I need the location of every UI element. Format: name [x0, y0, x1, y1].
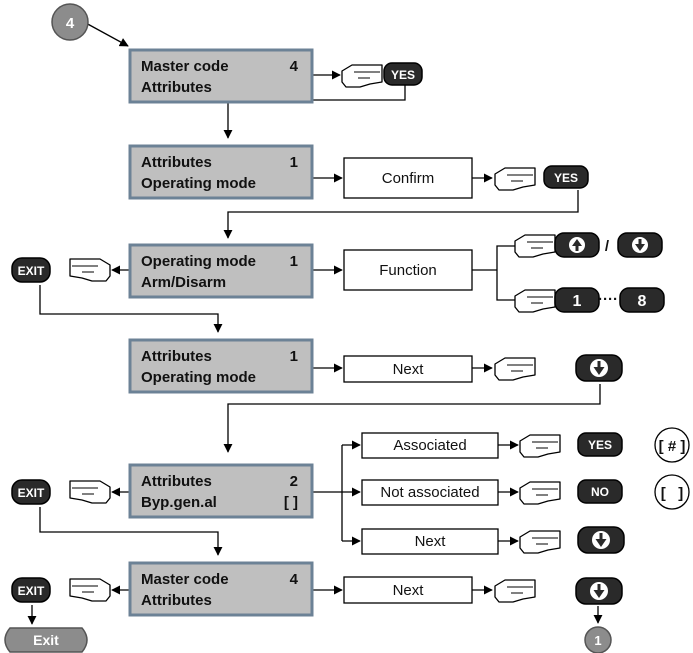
press-number-keys: 1 ···· 8: [514, 287, 665, 313]
screen-line1: Master code: [141, 571, 229, 588]
svg-text:EXIT: EXIT: [18, 264, 45, 278]
svg-text:Confirm: Confirm: [382, 170, 435, 187]
svg-text:8: 8: [638, 293, 647, 310]
exit-terminal: Exit: [4, 627, 88, 653]
svg-text:YES: YES: [588, 438, 612, 452]
screen-line2: Attributes: [141, 79, 212, 96]
screen-number: 4: [290, 571, 299, 588]
press-yes-key-3: YES: [519, 432, 623, 458]
pointing-hand-icon: [519, 530, 561, 554]
screen-line1: Attributes: [141, 348, 212, 365]
svg-text:Function: Function: [379, 262, 437, 279]
screen-line2: Operating mode: [141, 175, 256, 192]
screen-line1: Attributes: [141, 154, 212, 171]
press-down-key-1: [494, 354, 623, 382]
screen-line2: Attributes: [141, 592, 212, 609]
svg-text:YES: YES: [554, 171, 578, 185]
pointing-hand-icon: [69, 258, 111, 282]
pointing-hand-icon: [519, 434, 561, 458]
down-arrow-icon: [593, 361, 605, 375]
svg-text:Next: Next: [393, 361, 425, 378]
pointing-hand-icon: [514, 289, 556, 313]
screen-number: 2: [290, 473, 298, 490]
down-arrow-icon: [635, 239, 645, 251]
action-box-function: Function: [343, 249, 473, 291]
screen-value: [ ]: [284, 494, 298, 511]
lcd-screen-attributes: Attributes 1 Operating mode: [128, 144, 314, 200]
svg-text:Exit: Exit: [33, 632, 59, 648]
press-down-key-2: [519, 526, 625, 554]
pointing-hand-icon: [341, 64, 383, 88]
screen-line1: Master code: [141, 58, 229, 75]
result-not-associated: [ ]: [654, 474, 690, 510]
action-box-confirm: Confirm: [343, 157, 473, 199]
end-step-marker: 1: [584, 626, 612, 653]
up-arrow-icon: [572, 239, 582, 251]
press-up-down-keys: /: [514, 232, 663, 258]
screen-line2: Byp.gen.al: [141, 494, 217, 511]
lcd-screen-master-code-final: Master code 4 Attributes: [128, 561, 314, 617]
flow-connectors: [27, 21, 603, 625]
action-box-not-associated: Not associated: [361, 479, 499, 506]
svg-text:YES: YES: [391, 68, 415, 82]
svg-text:[ # ]: [ # ]: [659, 438, 686, 455]
screen-line1: Attributes: [141, 473, 212, 490]
svg-text:EXIT: EXIT: [18, 584, 45, 598]
screen-line1: Operating mode: [141, 253, 256, 270]
pointing-hand-icon: [514, 234, 556, 258]
lcd-screen-bypass: Attributes 2 Byp.gen.al [ ]: [128, 463, 314, 519]
press-exit-key-2: EXIT: [11, 479, 111, 505]
svg-text:/: /: [605, 238, 610, 255]
down-arrow-icon: [593, 584, 605, 598]
pointing-hand-icon: [69, 578, 111, 602]
svg-text:Next: Next: [415, 533, 447, 550]
press-exit-key-1: EXIT: [11, 257, 111, 283]
screen-number: 1: [290, 253, 298, 270]
svg-text:NO: NO: [591, 485, 609, 499]
action-box-associated: Associated: [361, 432, 499, 459]
screen-number: 1: [290, 154, 298, 171]
pointing-hand-icon: [69, 480, 111, 504]
screen-number: 4: [290, 58, 299, 75]
lcd-screen-attributes-return: Attributes 1 Operating mode: [128, 338, 314, 394]
screen-line2: Operating mode: [141, 369, 256, 386]
pointing-hand-icon: [494, 167, 536, 191]
start-step-marker: 4: [51, 3, 89, 41]
down-arrow-icon: [595, 533, 607, 547]
svg-text:1: 1: [573, 293, 582, 310]
svg-text:Associated: Associated: [393, 437, 466, 454]
press-no-key: NO: [519, 479, 623, 505]
screen-line2: Arm/Disarm: [141, 274, 226, 291]
svg-text:[ ]: [ ]: [661, 485, 684, 502]
svg-text:1: 1: [594, 633, 601, 648]
screen-number: 1: [290, 348, 298, 365]
action-box-next: Next: [343, 355, 473, 383]
svg-text:EXIT: EXIT: [18, 486, 45, 500]
svg-text:····: ····: [598, 291, 618, 308]
press-exit-key-3: EXIT: [11, 577, 111, 603]
pointing-hand-icon: [519, 481, 561, 505]
svg-text:4: 4: [66, 15, 75, 32]
pointing-hand-icon: [494, 357, 536, 381]
result-associated: [ # ]: [654, 427, 690, 463]
press-yes-key-2: YES: [494, 165, 589, 191]
lcd-screen-operating-mode: Operating mode 1 Arm/Disarm: [128, 243, 314, 299]
action-box-next-bypass: Next: [361, 528, 499, 555]
svg-text:Not associated: Not associated: [380, 484, 479, 501]
press-yes-key-1: YES: [341, 62, 423, 88]
svg-text:Next: Next: [393, 582, 425, 599]
lcd-screen-master-code: Master code 4 Attributes: [128, 48, 314, 104]
action-box-next-final: Next: [343, 576, 473, 604]
pointing-hand-icon: [494, 579, 536, 603]
press-down-key-3: [494, 577, 623, 605]
